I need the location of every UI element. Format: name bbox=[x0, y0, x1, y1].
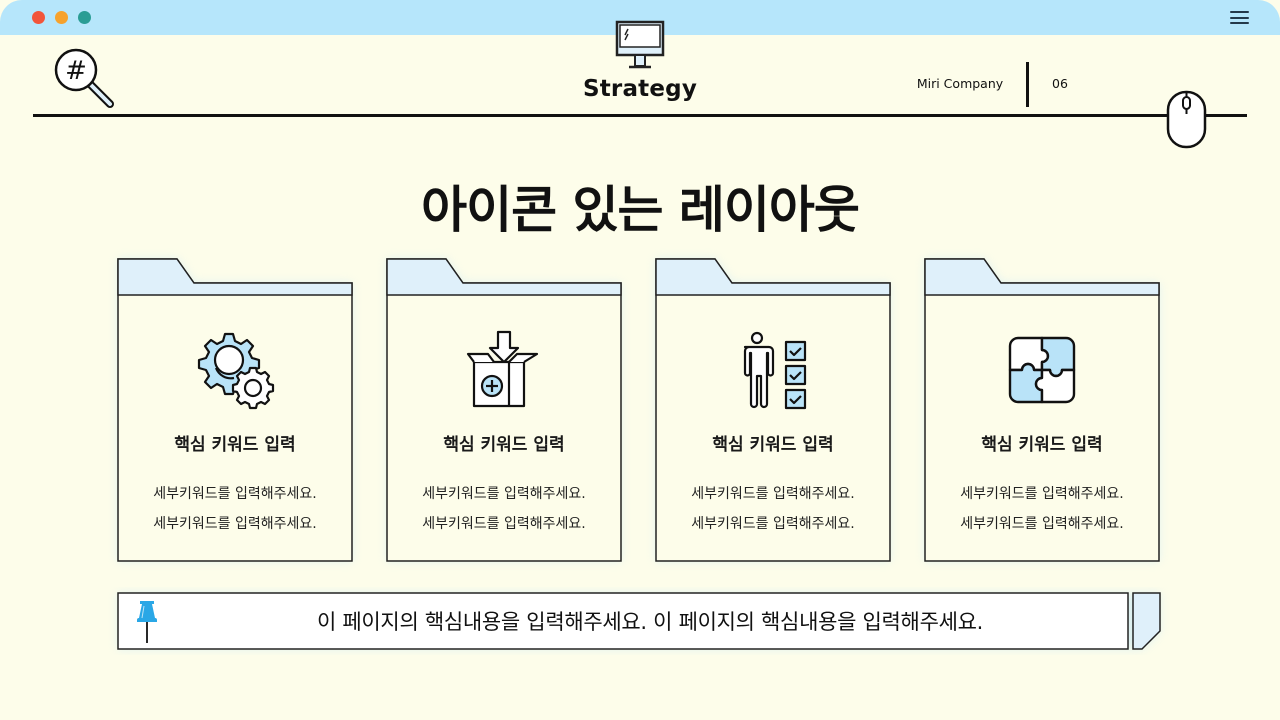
pushpin-icon bbox=[137, 601, 157, 643]
card-box-add: 핵심 키워드 입력 세부키워드를 입력해주세요. 세부키워드를 입력해주세요. bbox=[386, 258, 622, 562]
window-maximize-button[interactable] bbox=[78, 11, 91, 24]
header-title: Strategy bbox=[582, 76, 698, 102]
puzzle-icon bbox=[1008, 336, 1076, 404]
folder-frame bbox=[655, 258, 891, 562]
note-text: 이 페이지의 핵심내용을 입력해주세요. 이 페이지의 핵심내용을 입력해주세요… bbox=[316, 610, 983, 634]
monitor-icon bbox=[615, 20, 665, 69]
card-description: 세부키워드를 입력해주세요. 세부키워드를 입력해주세요. bbox=[924, 480, 1160, 539]
card-description: 세부키워드를 입력해주세요. 세부키워드를 입력해주세요. bbox=[117, 480, 353, 539]
card-title: 핵심 키워드 입력 bbox=[174, 435, 296, 455]
card-desc-line: 세부키워드를 입력해주세요. bbox=[960, 515, 1124, 532]
header-divider bbox=[1026, 62, 1029, 107]
header-rule bbox=[33, 114, 1247, 117]
card-person-checklist: 핵심 키워드 입력 세부키워드를 입력해주세요. 세부키워드를 입력해주세요. bbox=[655, 258, 891, 562]
card-desc-line: 세부키워드를 입력해주세요. bbox=[691, 515, 855, 532]
card-title: 핵심 키워드 입력 bbox=[712, 435, 834, 455]
folder-frame bbox=[386, 258, 622, 562]
window-close-button[interactable] bbox=[32, 11, 45, 24]
hash-search-icon: # bbox=[54, 48, 114, 108]
card-title: 핵심 키워드 입력 bbox=[981, 435, 1103, 455]
folder-frame bbox=[924, 258, 1160, 562]
card-gears: 핵심 키워드 입력 세부키워드를 입력해주세요. 세부키워드를 입력해주세요. bbox=[117, 258, 353, 562]
card-desc-line: 세부키워드를 입력해주세요. bbox=[422, 515, 586, 532]
gears-icon bbox=[197, 332, 275, 410]
card-desc-line: 세부키워드를 입력해주세요. bbox=[153, 486, 317, 502]
hamburger-menu-icon[interactable] bbox=[1230, 11, 1249, 24]
box-add-icon bbox=[466, 330, 539, 408]
person-checklist-icon bbox=[743, 331, 807, 410]
card-desc-line: 세부키워드를 입력해주세요. bbox=[153, 515, 317, 532]
key-message-note: 이 페이지의 핵심내용을 입력해주세요. 이 페이지의 핵심내용을 입력해주세요… bbox=[117, 592, 1161, 650]
card-desc-line: 세부키워드를 입력해주세요. bbox=[960, 486, 1124, 502]
page-number: 06 bbox=[1052, 76, 1068, 91]
card-description: 세부키워드를 입력해주세요. 세부키워드를 입력해주세요. bbox=[655, 480, 891, 539]
folder-frame bbox=[117, 258, 353, 562]
card-puzzle: 핵심 키워드 입력 세부키워드를 입력해주세요. 세부키워드를 입력해주세요. bbox=[924, 258, 1160, 562]
card-desc-line: 세부키워드를 입력해주세요. bbox=[422, 486, 586, 502]
svg-text:#: # bbox=[65, 56, 87, 86]
card-description: 세부키워드를 입력해주세요. 세부키워드를 입력해주세요. bbox=[386, 480, 622, 539]
card-title: 핵심 키워드 입력 bbox=[443, 435, 565, 455]
card-desc-line: 세부키워드를 입력해주세요. bbox=[691, 486, 855, 502]
page-title: 아이콘 있는 레이아웃 bbox=[421, 181, 860, 239]
note-frame bbox=[117, 592, 1161, 650]
company-name: Miri Company bbox=[916, 76, 1004, 91]
mouse-icon bbox=[1166, 90, 1207, 149]
window-minimize-button[interactable] bbox=[55, 11, 68, 24]
